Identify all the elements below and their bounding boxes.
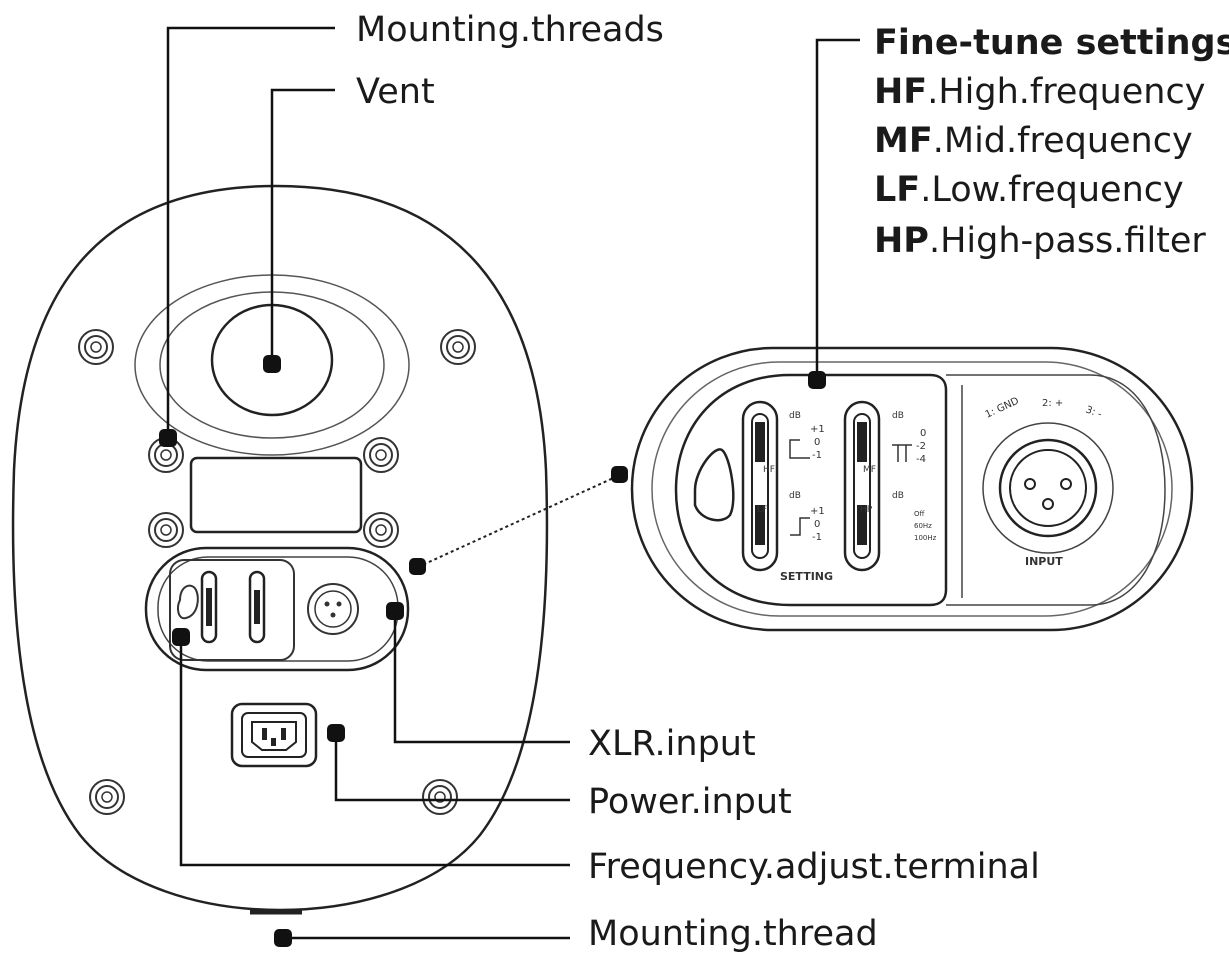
leader-mounting-thread — [274, 929, 570, 947]
lf-value-top: +1 — [810, 506, 825, 517]
fine-tune-hf: HF.High.frequency — [874, 72, 1205, 112]
detail-connector-dot-start — [409, 558, 426, 575]
fine-tune-lf-key: LF — [874, 170, 920, 210]
hp-value-bottom: 100Hz — [914, 534, 937, 542]
label-vent: Vent — [356, 72, 435, 112]
fine-tune-lf-desc: .Low.frequency — [920, 170, 1184, 210]
lf-slider-label: LF — [757, 505, 767, 515]
hp-slider-label: HP — [860, 505, 873, 515]
pin-label-1: 1: GND — [984, 395, 1021, 420]
leader-mounting-threads — [159, 26, 335, 447]
leader-frequency-adjust — [172, 628, 570, 867]
hp-value-top: Off — [914, 510, 925, 518]
hf-db-label: dB — [789, 411, 801, 421]
screw-top-left — [78, 329, 114, 365]
screw-mount-lower-right — [363, 512, 399, 548]
leader-xlr-input — [386, 602, 570, 744]
detail-panel — [630, 346, 1194, 632]
leader-fine-tune — [808, 38, 860, 389]
hf-value-mid: 0 — [814, 437, 820, 448]
mf-slider-label: MF — [863, 465, 876, 475]
fine-tune-hf-desc: .High.frequency — [927, 72, 1205, 112]
detail-connector-dot-end — [611, 466, 628, 483]
label-mounting-thread: Mounting.thread — [588, 914, 878, 953]
fine-tune-hp: HP.High-pass.filter — [874, 221, 1206, 261]
screw-bottom-left — [89, 779, 125, 815]
hp-value-mid: 60Hz — [914, 522, 932, 530]
fine-tune-mf-key: MF — [874, 121, 933, 161]
fine-tune-hp-desc: .High-pass.filter — [929, 221, 1206, 261]
label-power-input: Power.input — [588, 782, 792, 822]
input-label: INPUT — [1025, 555, 1063, 568]
screw-top-right — [440, 329, 476, 365]
mf-value-mid: -2 — [916, 441, 926, 452]
fine-tune-hf-key: HF — [874, 72, 927, 112]
leader-power-input — [327, 724, 570, 802]
label-xlr-input: XLR.input — [588, 724, 756, 764]
label-frequency-adjust-terminal: Frequency.adjust.terminal — [588, 847, 1040, 887]
leader-vent — [263, 88, 335, 373]
label-mounting-threads: Mounting.threads — [356, 10, 664, 50]
label-plate — [189, 456, 363, 534]
fine-tune-lf: LF.Low.frequency — [874, 170, 1184, 210]
screw-mount-lower-left — [148, 512, 184, 548]
fine-tune-hp-key: HP — [874, 221, 929, 261]
hp-db-label: dB — [892, 491, 904, 501]
lf-value-bottom: -1 — [812, 532, 822, 543]
hf-value-bottom: -1 — [812, 450, 822, 461]
mf-db-label: dB — [892, 411, 904, 421]
mf-value-top: 0 — [920, 428, 926, 439]
fine-tune-mf: MF.Mid.frequency — [874, 121, 1193, 161]
fine-tune-title: Fine-tune settings — [874, 23, 1229, 63]
small-control-panel — [144, 546, 410, 672]
hf-value-top: +1 — [810, 424, 825, 435]
power-socket — [230, 702, 318, 768]
detail-connector-line — [417, 474, 621, 568]
setting-label: SETTING — [780, 570, 833, 583]
lf-value-mid: 0 — [814, 519, 820, 530]
lf-db-label: dB — [789, 491, 801, 501]
screw-mount-upper-right — [363, 437, 399, 473]
pin-label-2: 2: + — [1042, 398, 1063, 409]
mf-value-bottom: -4 — [916, 454, 926, 465]
fine-tune-mf-desc: .Mid.frequency — [933, 121, 1193, 161]
pin-label-3: 3: - — [1084, 404, 1104, 420]
screw-bottom-right — [422, 779, 458, 815]
hf-slider-label: HF — [763, 465, 775, 475]
